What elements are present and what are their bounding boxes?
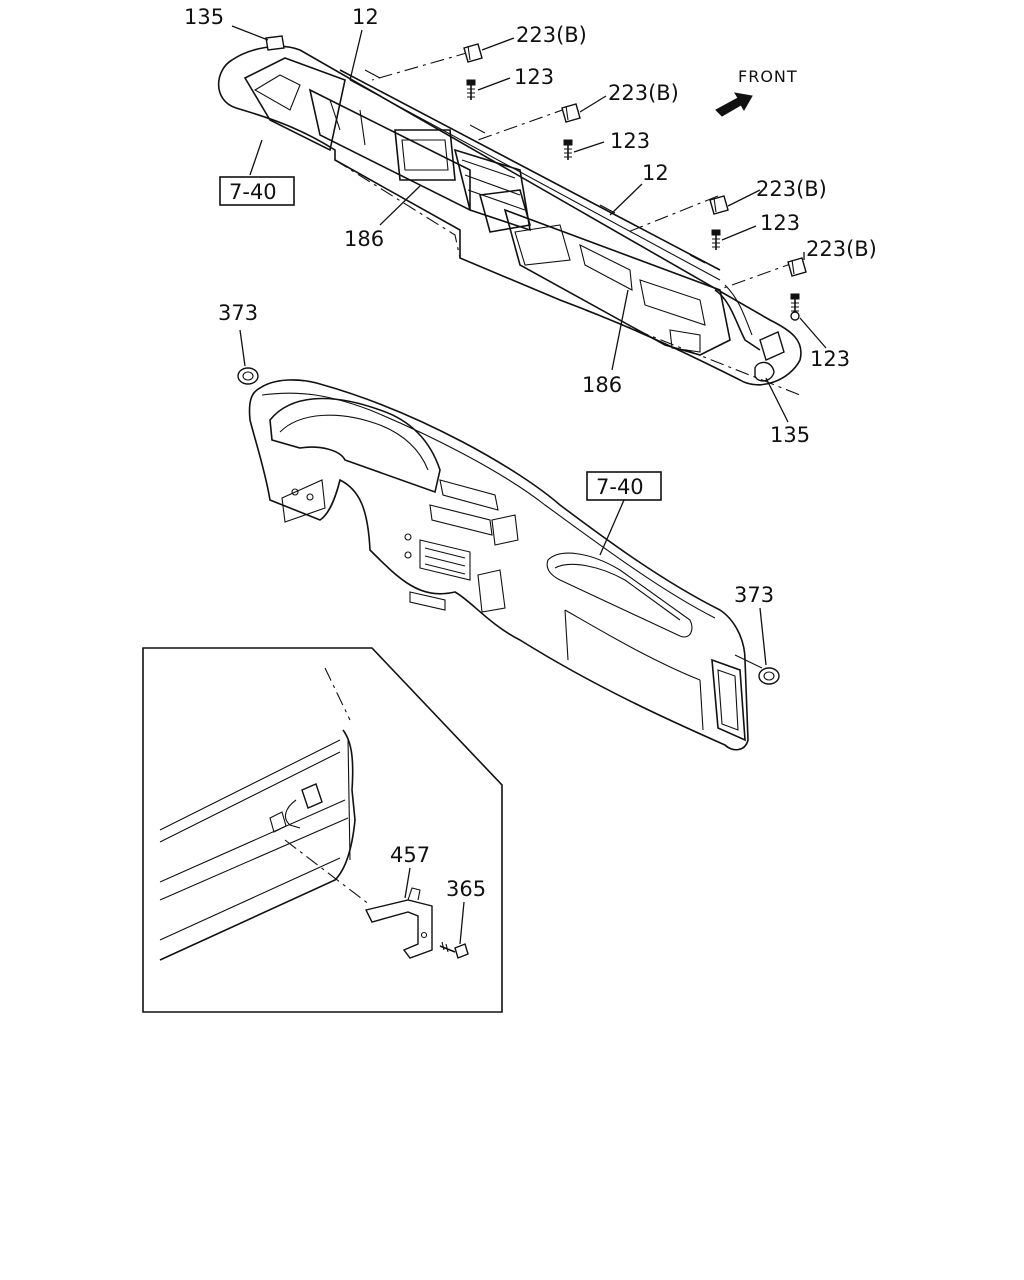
duct-assembly bbox=[217, 35, 802, 386]
grommet-373-right bbox=[758, 667, 780, 685]
reference-boxes: 7-40 7-40 bbox=[219, 176, 662, 501]
callout-223b-1: 223(B) bbox=[516, 23, 587, 47]
callout-373-left: 373 bbox=[218, 301, 258, 325]
callout-223b-2: 223(B) bbox=[608, 81, 679, 105]
nut-223b-4 bbox=[787, 257, 807, 277]
screw-123-3 bbox=[711, 229, 721, 250]
ref-box-7-40-mid: 7-40 bbox=[586, 471, 662, 501]
callout-12-top: 12 bbox=[352, 5, 379, 29]
nut-223b-3 bbox=[709, 195, 729, 215]
ref-7-40-mid-label: 7-40 bbox=[596, 475, 644, 499]
fastener-guide-lines bbox=[334, 51, 801, 396]
callout-186-left: 186 bbox=[344, 227, 384, 251]
callout-123-3: 123 bbox=[760, 211, 800, 235]
callout-365: 365 bbox=[446, 877, 486, 901]
detail-inset bbox=[142, 647, 503, 1013]
callout-135-top: 135 bbox=[184, 5, 224, 29]
nut-223b-2 bbox=[561, 103, 581, 123]
callout-457: 457 bbox=[390, 843, 430, 867]
front-arrow-icon bbox=[715, 92, 753, 117]
nut-223b-1 bbox=[463, 43, 483, 63]
grommets-373 bbox=[237, 367, 780, 685]
screw-123-4 bbox=[790, 293, 800, 321]
callout-223b-3: 223(B) bbox=[756, 177, 827, 201]
front-indicator: FRONT bbox=[715, 67, 798, 117]
instrument-panel bbox=[248, 379, 763, 751]
ref-box-7-40-top: 7-40 bbox=[219, 176, 295, 206]
screw-123-2 bbox=[563, 139, 573, 160]
callout-123-1: 123 bbox=[514, 65, 554, 89]
callout-373-right: 373 bbox=[734, 583, 774, 607]
callout-123-2: 123 bbox=[610, 129, 650, 153]
ref-7-40-top-label: 7-40 bbox=[229, 180, 277, 204]
grommet-373-left bbox=[237, 367, 259, 385]
callout-labels: 135 12 223(B) 123 223(B) 123 12 223(B) 1… bbox=[184, 5, 877, 901]
callout-135-bottom: 135 bbox=[770, 423, 810, 447]
callout-123-4: 123 bbox=[810, 347, 850, 371]
screw-123-1 bbox=[466, 79, 476, 100]
callout-186-right: 186 bbox=[582, 373, 622, 397]
callout-12-mid: 12 bbox=[642, 161, 669, 185]
fasteners bbox=[463, 43, 807, 321]
callout-223b-4: 223(B) bbox=[806, 237, 877, 261]
front-label: FRONT bbox=[738, 67, 798, 86]
leader-lines bbox=[231, 25, 827, 945]
